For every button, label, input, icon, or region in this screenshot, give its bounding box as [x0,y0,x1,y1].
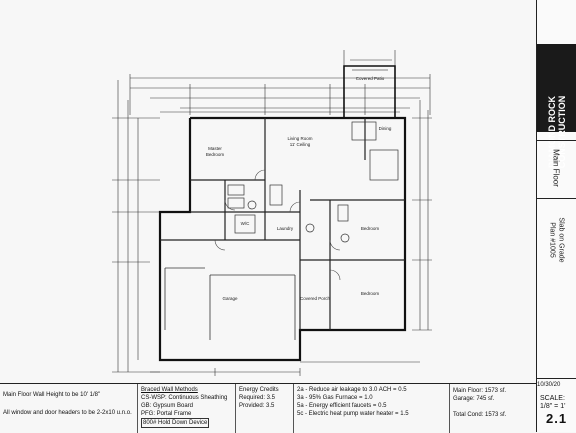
room-sub-master: Bedroom [206,152,225,157]
scale-block: SCALE: 1/8" = 1' [540,395,565,411]
area-summary: Main Floor: 1573 sf. Garage: 745 sf. Tot… [450,384,536,433]
title-divider [536,198,576,199]
total-conditioned-area: Total Cond: 1573 sf. [453,412,507,418]
garage-doors [164,267,296,340]
garage-area: Garage: 745 sf. [453,396,495,402]
energy-item: 3a - 95% Gas Furnace = 1.0 [297,395,373,401]
energy-items: 2a - Reduce air leakage to 3.0 ACH = 0.5… [294,384,450,433]
energy-item: 5a - Energy efficient faucets = 0.5 [297,403,387,409]
room-label-patio: Covered Patio [356,76,385,81]
interior-walls [160,118,405,330]
room-label-porch: Covered Porch [300,296,331,301]
scale-label: SCALE: [540,395,565,402]
wall-height-note: Main Floor Wall Height to be 10' 1/8" [3,392,101,398]
energy-credits: Energy Credits Required: 3.5 Provided: 3… [236,384,294,433]
room-label-laundry: Laundry [277,226,294,231]
braced-wall-title: Braced Wall Methods [141,387,198,393]
title-divider [536,140,576,141]
fixtures [227,121,399,243]
notes-strip: Main Floor Wall Height to be 10' 1/8" Al… [0,383,536,433]
energy-provided: Provided: 3.5 [239,403,275,409]
braced-wall-line: CS-WSP: Continuous Sheathing [141,395,228,401]
room-label-living: Living Room [287,136,312,141]
room-label-wc: W/C [241,221,250,226]
energy-credits-title: Energy Credits [239,387,279,393]
energy-item: 2a - Reduce air leakage to 3.0 ACH = 0.5 [297,387,407,393]
general-notes: Main Floor Wall Height to be 10' 1/8" Al… [0,384,138,433]
room-sub-living: 11' Ceiling [290,142,311,147]
title-divider [536,378,576,379]
dimension-lines-top [129,50,431,115]
dimension-lines-right [412,100,432,331]
sheet-number: 2.1 [546,411,568,426]
room-label-master: Master [208,146,222,151]
floor-plan-drawing: Master Bedroom Living Room 11' Ceiling D… [112,50,432,376]
room-label-dining: Dining [379,126,392,131]
energy-item: 5c - Electric heat pump water heater = 1… [297,411,409,417]
foundation-type: Slab on Grade [557,217,565,263]
scale-value: 1/8" = 1' [540,403,566,410]
sheet-date: 10/30/20 [537,382,561,388]
header-note: All window and door headers to be 2-2x10… [3,410,132,416]
room-label-garage: Garage [222,296,238,301]
exterior-walls [158,116,407,362]
door-swings [214,169,341,281]
room-label-bedroom-2: Bedroom [361,226,380,231]
main-floor-area: Main Floor: 1573 sf. [453,388,507,394]
braced-wall-line: PFG: Portal Frame [141,411,192,417]
sheet-title: Main Floor [551,149,561,187]
braced-wall-methods: Braced Wall Methods CS-WSP: Continuous S… [138,384,236,433]
hold-down-note: 800# Hold Down Device [141,418,210,428]
braced-wall-line: GB: Gypsum Board [141,403,194,409]
dimension-lines-bottom [150,361,420,376]
patio-walls [343,65,396,118]
energy-required: Required: 3.5 [239,395,276,401]
room-label-bedroom-3: Bedroom [361,291,380,296]
dimension-lines-left [112,80,160,373]
plan-name: Plan #1005 [548,222,556,258]
room-labels: Master Bedroom Living Room 11' Ceiling D… [206,76,392,301]
